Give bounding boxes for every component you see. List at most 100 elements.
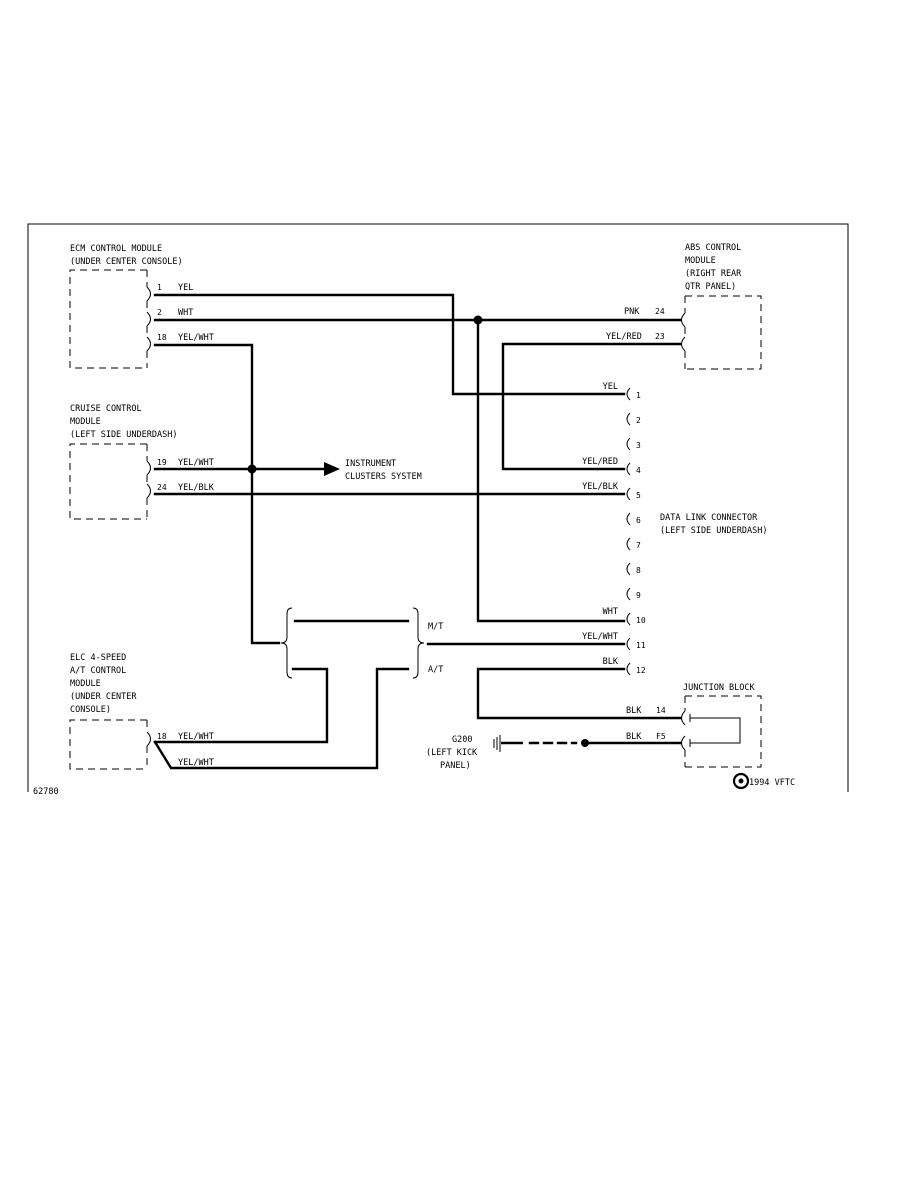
junction-wire-14-color: BLK: [626, 706, 642, 716]
elc-location-2: CONSOLE): [70, 705, 111, 715]
dlc-pins: 1YEL234YEL/RED5YEL/BLK678910WHT11YEL/WHT…: [582, 382, 646, 676]
instrument-arrow: [324, 462, 340, 476]
dlc-title: DATA LINK CONNECTOR: [660, 513, 758, 523]
junction-wire-f5-color: BLK: [626, 732, 642, 742]
ecm-location: (UNDER CENTER CONSOLE): [70, 257, 183, 267]
copyright-mark: 1994 VFTC: [732, 772, 795, 790]
ecm-wire-2-color: WHT: [178, 308, 193, 318]
cruise-title-2: MODULE: [70, 417, 101, 427]
elc-connector: [146, 731, 151, 747]
ground-id: G200: [452, 735, 472, 745]
ground-symbol: [493, 735, 501, 752]
dlc-wire-color: YEL/BLK: [582, 482, 619, 492]
ground-location: (LEFT KICK: [426, 748, 478, 758]
cruise-control-module: CRUISE CONTROL MODULE (LEFT SIDE UNDERDA…: [69, 404, 215, 520]
instrument-label-2: CLUSTERS SYSTEM: [345, 472, 422, 482]
junction-connector: [681, 710, 686, 751]
abs-title: ABS CONTROL: [685, 243, 741, 253]
ecm-wire-1-color: YEL: [178, 283, 193, 293]
cruise-wire-19-color: YEL/WHT: [178, 458, 214, 468]
dlc-pin-socket: [626, 637, 631, 651]
copyright-icon: [732, 772, 750, 790]
dlc-pin-socket: [626, 412, 631, 426]
cruise-title: CRUISE CONTROL: [70, 404, 142, 414]
abs-location: (RIGHT REAR: [685, 269, 742, 279]
ecm-control-module: ECM CONTROL MODULE (UNDER CENTER CONSOLE…: [69, 244, 214, 369]
dlc-pin-socket: [626, 587, 631, 601]
wire-yel: [153, 293, 626, 396]
dlc-wire-color: YEL/RED: [582, 457, 618, 467]
wire-elc-18: [153, 667, 329, 744]
abs-title-2: MODULE: [685, 256, 716, 266]
dlc-pin-number: 12: [636, 666, 646, 675]
figure-id: 62780: [33, 787, 59, 797]
junction-pin-14: 14: [656, 706, 666, 715]
dlc-pin-number: 6: [636, 516, 641, 525]
abs-wire-24-color: PNK: [624, 307, 640, 317]
ground-g200: G200 (LEFT KICK PANEL): [426, 735, 682, 771]
wire-elc-b: [153, 667, 410, 770]
dlc-pin-number: 10: [636, 616, 646, 625]
ecm-title: ECM CONTROL MODULE: [70, 244, 162, 254]
junction-box: [685, 695, 762, 768]
elc-title-2: A/T CONTROL: [70, 666, 126, 676]
dlc-pin-socket: [626, 512, 631, 526]
option-bracket: M/T A/T: [280, 607, 443, 679]
elc-box: [69, 719, 147, 770]
abs-pin-23: 23: [655, 332, 665, 341]
dlc-pin-number: 11: [636, 641, 646, 650]
elc-pin-18: 18: [157, 732, 167, 741]
dlc-pin-number: 8: [636, 566, 641, 575]
abs-location-2: QTR PANEL): [685, 282, 736, 292]
dlc-pin-number: 1: [636, 391, 641, 400]
dlc-pin-number: 9: [636, 591, 641, 600]
diagram-frame: [27, 223, 849, 792]
cruise-box: [69, 443, 147, 520]
junction-block: JUNCTION BLOCK 14 BLK F5 BLK: [626, 683, 762, 768]
dlc-pin-socket: [626, 462, 631, 476]
cruise-pin-19: 19: [157, 458, 167, 467]
elc-title-3: MODULE: [70, 679, 101, 689]
abs-connector: [681, 312, 686, 352]
instrument-label: INSTRUMENT: [345, 459, 396, 469]
wire-blk: [476, 667, 682, 720]
data-link-connector: DATA LINK CONNECTOR (LEFT SIDE UNDERDASH…: [582, 382, 767, 676]
dlc-pin-socket: [626, 612, 631, 626]
option-mt: M/T: [428, 622, 443, 632]
wire-yel-red: [501, 342, 682, 471]
dlc-pin-socket: [626, 537, 631, 551]
ecm-connector: [146, 286, 151, 352]
abs-pin-24: 24: [655, 307, 665, 316]
dlc-location: (LEFT SIDE UNDERDASH): [660, 526, 767, 536]
cruise-location: (LEFT SIDE UNDERDASH): [70, 430, 177, 440]
ecm-pin-2: 2: [157, 308, 162, 317]
cruise-splice: [247, 464, 257, 474]
bracket-right: [412, 607, 425, 679]
dlc-pin-socket: [626, 662, 631, 676]
dlc-wire-color: BLK: [603, 657, 619, 667]
dlc-wire-color: YEL/WHT: [582, 632, 618, 642]
option-at: A/T: [428, 665, 443, 675]
cruise-pin-24: 24: [157, 483, 167, 492]
dlc-pin-number: 3: [636, 441, 641, 450]
elc-at-control-module: ELC 4-SPEED A/T CONTROL MODULE (UNDER CE…: [69, 653, 214, 770]
elc-location: (UNDER CENTER: [70, 692, 137, 702]
dlc-wire-color: YEL: [603, 382, 618, 392]
ecm-wire-18-color: YEL/WHT: [178, 333, 214, 343]
junction-title: JUNCTION BLOCK: [683, 683, 756, 693]
dlc-pin-number: 4: [636, 466, 641, 475]
cruise-wire-24-color: YEL/BLK: [178, 483, 215, 493]
ecm-box: [69, 269, 147, 369]
dlc-pin-socket: [626, 562, 631, 576]
ground-location-2: PANEL): [440, 761, 471, 771]
dlc-pin-socket: [626, 487, 631, 501]
dlc-pin-number: 2: [636, 416, 641, 425]
dlc-wire-color: WHT: [603, 607, 618, 617]
abs-wire-23-color: YEL/RED: [606, 332, 642, 342]
wht-splice: [473, 315, 483, 325]
abs-box: [685, 295, 762, 370]
copyright-text: 1994 VFTC: [749, 778, 795, 788]
bracket-left: [280, 607, 293, 679]
ecm-pin-1: 1: [157, 283, 162, 292]
